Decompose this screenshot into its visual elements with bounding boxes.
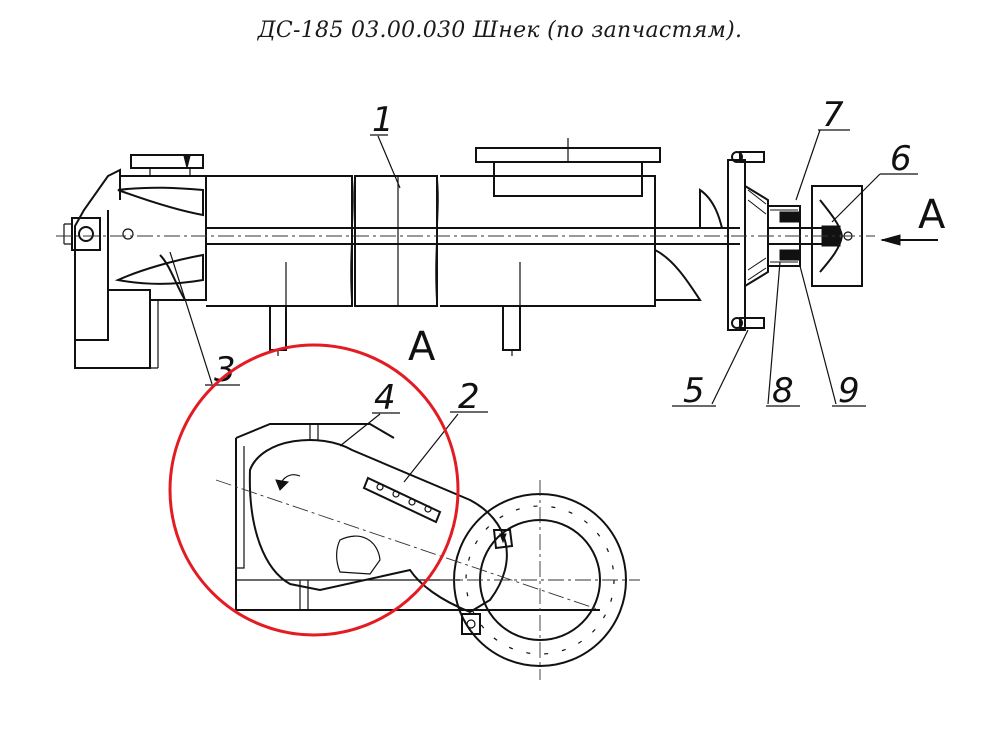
leader-2 — [403, 411, 488, 483]
right-bottom-bolt — [739, 317, 765, 329]
left-top-flange — [130, 154, 204, 169]
tube-segment-3 — [440, 175, 656, 307]
chain-guard — [248, 439, 508, 614]
frame-inner — [236, 446, 460, 581]
leader-6 — [831, 173, 918, 223]
main-shaft — [206, 227, 740, 245]
tube-segment-1 — [206, 175, 353, 307]
left-top-flange-bolts — [149, 168, 191, 176]
left-flight-edge — [159, 254, 186, 301]
view-a-arrow-label: A — [918, 192, 946, 238]
left-bearing-block — [71, 217, 101, 251]
right-flight-bottom — [654, 248, 702, 301]
tensioner-block — [461, 613, 481, 635]
chain-pin-4 — [424, 505, 432, 513]
right-bearing-hatching — [747, 189, 767, 281]
arm-badge — [492, 529, 514, 550]
left-housing-body — [120, 175, 207, 301]
middle-inlet — [493, 162, 643, 197]
break-line-1 — [350, 175, 354, 307]
leader-1 — [370, 134, 401, 189]
callout-leaders — [169, 129, 918, 483]
callout-9: 9 — [838, 371, 860, 411]
chain-pin-2 — [392, 490, 400, 498]
right-bottom-nut — [731, 317, 743, 329]
break-line-2 — [435, 175, 439, 307]
frame-outline — [235, 438, 600, 611]
callout-2: 2 — [458, 377, 480, 417]
right-flight-top — [699, 188, 724, 229]
left-housing-outline — [74, 168, 121, 340]
chain-links — [362, 476, 442, 524]
left-housing-flange — [150, 300, 159, 369]
highlight-ellipse — [168, 343, 460, 637]
left-bearing-hub — [78, 226, 94, 242]
bearing-seal-lines — [770, 209, 798, 263]
callout-7: 7 — [822, 95, 844, 135]
view-a-axis-diagonal — [215, 479, 601, 611]
leader-8 — [766, 261, 800, 407]
left-shaft-pin — [122, 228, 134, 240]
leader-4 — [339, 412, 400, 447]
left-shaft-end — [63, 223, 72, 245]
auger-main-view — [56, 138, 938, 369]
support-left-detail — [277, 262, 287, 356]
callout-5: 5 — [683, 371, 705, 411]
chain-pin-3 — [408, 498, 416, 506]
bearing-lower-race — [779, 249, 801, 261]
drawing-title: ДС-185 03.00.030 Шнек (по запчастям). — [257, 18, 743, 43]
view-a-detail — [215, 423, 640, 680]
frame-top — [235, 423, 395, 439]
leader-3 — [169, 251, 240, 386]
guard-cutout — [336, 535, 381, 575]
bearing-upper-race — [779, 211, 801, 223]
left-flight-bottom — [114, 253, 204, 285]
right-top-nut — [731, 151, 743, 163]
rotation-arrowhead — [275, 479, 290, 491]
callout-8: 8 — [772, 371, 794, 411]
view-a-arrowhead — [880, 234, 901, 246]
frame-leg — [299, 580, 309, 610]
frame-top-post — [309, 424, 319, 440]
leader-9 — [799, 265, 866, 407]
callout-1: 1 — [372, 100, 394, 140]
right-top-bolt — [739, 151, 765, 163]
left-housing-base — [74, 289, 151, 369]
left-top-marker — [183, 155, 191, 169]
support-right — [502, 306, 521, 351]
chain-pin-1 — [376, 483, 384, 491]
arm-badge-mark — [499, 533, 507, 544]
wheel-axes — [440, 480, 640, 680]
callout-6: 6 — [890, 139, 912, 179]
tube-segment-2 — [354, 175, 438, 307]
left-flight-top — [117, 186, 204, 217]
callout-4: 4 — [374, 378, 396, 418]
support-left — [269, 306, 287, 351]
support-right-detail — [511, 262, 521, 356]
output-shaft — [768, 227, 830, 245]
leader-5 — [672, 329, 749, 407]
tensioner-bolt — [466, 619, 476, 629]
leader-7 — [795, 129, 850, 201]
view-a-title: A — [408, 324, 436, 370]
